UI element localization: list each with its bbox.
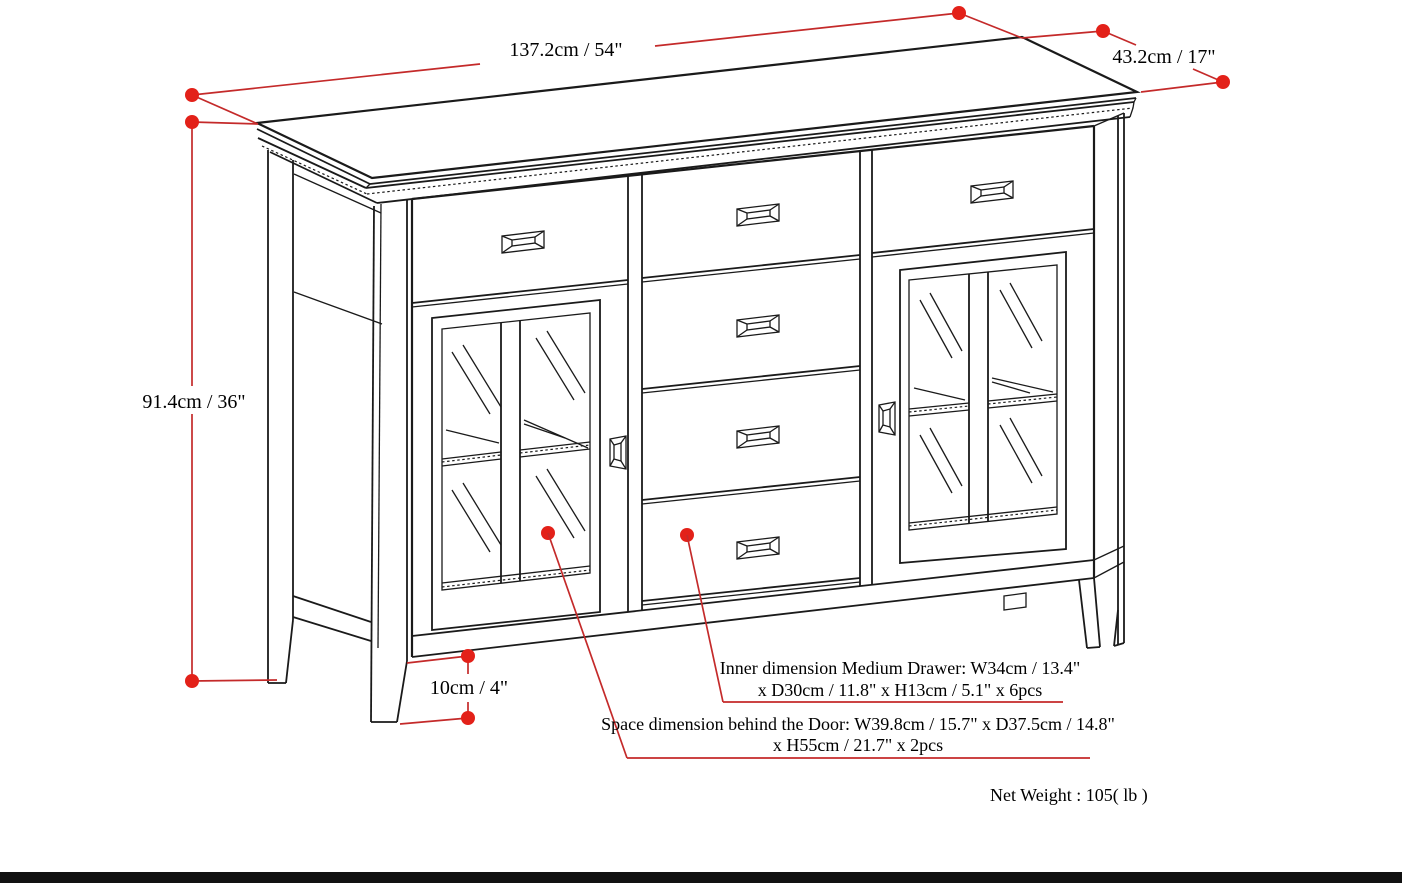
drawer-handles: [501, 180, 1014, 560]
bottom-border-bar: [0, 872, 1402, 883]
net-weight-label: Net Weight : 105( lb ): [990, 785, 1148, 806]
left-glass-door: [431, 298, 627, 632]
right-drawer-pull-icon: [970, 180, 1014, 204]
center-drawer2-pull-icon: [736, 314, 780, 338]
depth-dimension: 43.2cm / 17": [1021, 24, 1230, 93]
leg-height-dimension-label: 10cm / 4": [430, 677, 508, 699]
dimension-dot: [185, 88, 199, 102]
leg-height-dimension: 10cm / 4": [399, 649, 508, 725]
dimension-dot: [185, 115, 199, 129]
width-dimension-label: 137.2cm / 54": [509, 39, 622, 61]
left-drawer-pull-icon: [501, 230, 545, 254]
dimension-dot: [952, 6, 966, 20]
cabinet-drawing: [253, 35, 1141, 723]
door-annotation-line2: x H55cm / 21.7" x 2pcs: [773, 735, 943, 755]
depth-dimension-label: 43.2cm / 17": [1112, 46, 1215, 68]
center-drawer3-pull-icon: [736, 425, 780, 449]
cabinet-face: [410, 124, 1096, 658]
right-door-glass-shine: [919, 282, 1043, 494]
dimension-dot: [1216, 75, 1230, 89]
cabinet-top: [253, 35, 1141, 204]
left-side-panel: [267, 150, 408, 723]
left-door-handle-icon: [609, 435, 627, 470]
drawer-annotation: Inner dimension Medium Drawer: W34cm / 1…: [680, 528, 1080, 703]
dimension-dot: [461, 711, 475, 725]
width-dimension: 137.2cm / 54": [185, 6, 1023, 125]
center-drawer4-pull-icon: [736, 536, 780, 560]
height-dimension: 91.4cm / 36": [142, 115, 278, 688]
dimension-dot: [1096, 24, 1110, 38]
drawer-annotation-line1: Inner dimension Medium Drawer: W34cm / 1…: [720, 658, 1080, 678]
left-door-glass-shine: [451, 330, 586, 553]
door-annotation-line1: Space dimension behind the Door: W39.8cm…: [601, 714, 1115, 734]
dimension-dot: [461, 649, 475, 663]
drawer-annotation-line2: x D30cm / 11.8" x H13cm / 5.1" x 6pcs: [758, 680, 1043, 700]
height-dimension-label: 91.4cm / 36": [142, 391, 245, 413]
drawer-rows: [411, 228, 1095, 606]
right-door-handle-icon: [878, 401, 896, 436]
center-drawer1-pull-icon: [736, 203, 780, 227]
right-glass-door: [878, 250, 1067, 564]
dimension-dot: [185, 674, 199, 688]
divider-stiles: [627, 150, 873, 612]
right-side-panel: [1003, 112, 1125, 649]
door-annotation: Space dimension behind the Door: W39.8cm…: [541, 526, 1115, 759]
